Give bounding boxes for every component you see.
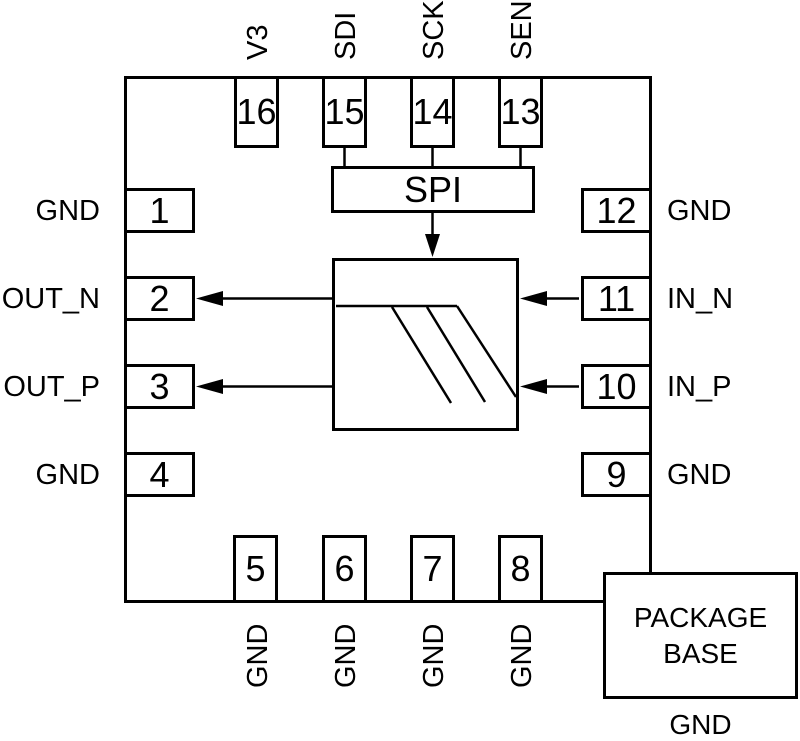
pin-15-label: SDI [330,11,362,60]
pin-8-number: 8 [510,548,531,589]
pin-1-number: 1 [149,189,170,231]
pin-7-number: 7 [422,548,443,589]
pin-3-label: OUT_P [3,371,100,403]
pin-5-label: GND [242,623,274,688]
pin-3: 3 [124,364,195,409]
package-base-line1: PACKAGE [633,601,768,633]
pin-8-label: GND [506,623,538,688]
pin-5: 5 [233,535,278,603]
pin-16-label: V3 [242,24,274,60]
package-base-pad: PACKAGE BASE [603,572,798,699]
attenuator-core-block [332,258,519,431]
pin-1: 1 [124,188,195,233]
pin-14: 14 [410,76,455,148]
pin-4: 4 [124,452,195,497]
pin-13-label: SEN [506,0,538,60]
pin-2: 2 [124,276,195,321]
pin-7: 7 [410,535,455,603]
pin-15-number: 15 [324,91,365,132]
pin-12: 12 [581,188,652,233]
pin-7-label: GND [418,623,450,688]
pin-9: 9 [581,452,652,497]
pin-4-number: 4 [149,453,170,495]
pin-5-number: 5 [245,548,266,589]
pin-9-number: 9 [606,453,627,495]
pin-1-label: GND [35,195,100,227]
pin-11: 11 [581,276,652,321]
pin-16: 16 [234,76,279,148]
pin-3-number: 3 [149,365,170,407]
pin-12-number: 12 [596,189,637,231]
pin-8: 8 [498,535,543,603]
pin-9-label: GND [667,459,732,491]
pin-12-label: GND [667,195,732,227]
pin-2-number: 2 [149,277,170,319]
pin-11-number: 11 [597,277,636,319]
pin-16-number: 16 [236,91,277,132]
pin-14-label: SCK [418,0,450,60]
pin-2-label: OUT_N [1,283,100,315]
pin-6-label: GND [330,623,362,688]
pin-6: 6 [322,535,367,603]
pin-10: 10 [581,364,652,409]
pin-10-number: 10 [596,365,637,407]
pin-10-label: IN_P [667,371,732,403]
pin-15: 15 [322,76,367,148]
pin-11-label: IN_N [667,283,734,315]
pin-13: 13 [498,76,543,148]
pin-14-number: 14 [412,91,453,132]
spi-block-label: SPI [403,168,463,210]
pin-4-label: GND [35,459,100,491]
package-base-gnd-label: GND [669,709,732,740]
spi-block: SPI [331,166,535,213]
pin-6-number: 6 [334,548,355,589]
package-base-line2: BASE [663,637,738,669]
pin-13-number: 13 [500,91,541,132]
